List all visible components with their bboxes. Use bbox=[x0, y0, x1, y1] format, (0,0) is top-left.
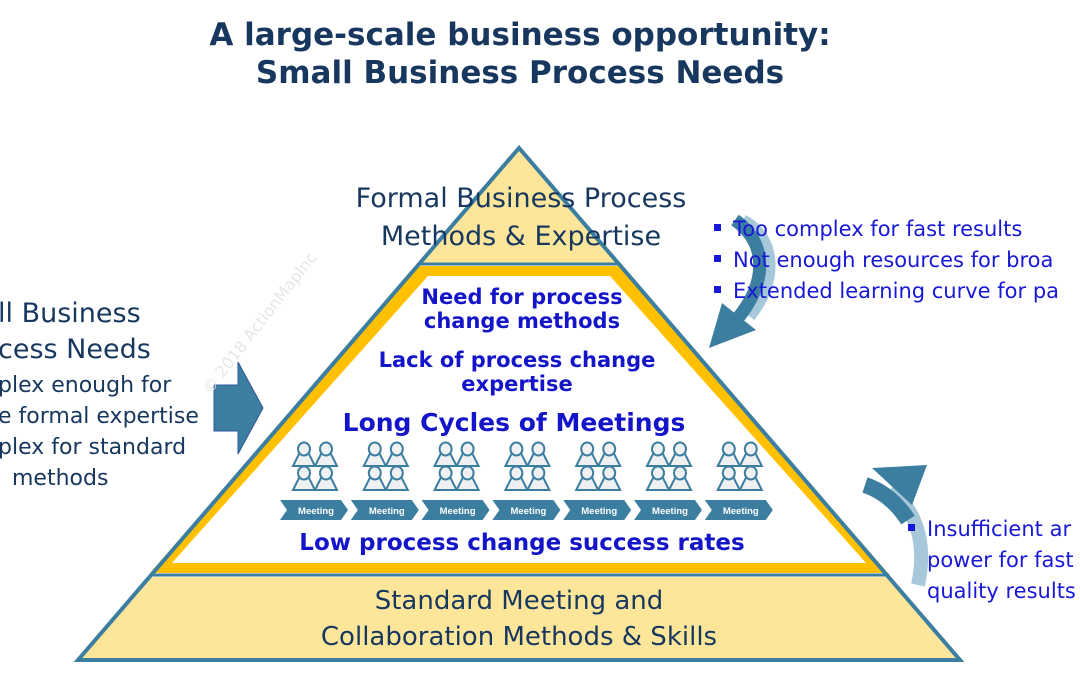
meeting-group: Meeting bbox=[492, 441, 561, 520]
people-icon bbox=[291, 441, 339, 491]
left-heading: ll Business cess Needs bbox=[0, 296, 151, 368]
meeting-chevron bbox=[280, 500, 348, 520]
meeting-group: Meeting bbox=[704, 441, 773, 520]
meeting-group: Meeting bbox=[563, 441, 632, 520]
watermark: © 2018 ActionMapInc bbox=[198, 248, 320, 397]
need-line-2: change methods bbox=[423, 309, 621, 333]
left-desc-line-4: methods bbox=[12, 466, 109, 491]
title-line-2: Small Business Process Needs bbox=[255, 55, 785, 91]
lack-line-1: Lack of process change bbox=[378, 348, 656, 372]
lack-line-2: expertise bbox=[461, 372, 573, 396]
meeting-label: Meeting bbox=[369, 506, 405, 517]
curved-arrow-down-icon bbox=[709, 214, 776, 348]
bottom-label-line-1: Standard Meeting and bbox=[374, 586, 664, 616]
left-heading-line-2: cess Needs bbox=[0, 334, 151, 365]
meeting-chevron bbox=[350, 500, 419, 520]
bullet-item: Not enough resources for broa bbox=[714, 245, 1059, 276]
top-label-line-1: Formal Business Process bbox=[355, 183, 687, 214]
people-icon bbox=[645, 441, 693, 491]
bottom-label-line-2: Collaboration Methods & Skills bbox=[320, 622, 718, 652]
left-heading-line-1: ll Business bbox=[0, 298, 141, 329]
left-desc-line-3: plex for standard bbox=[0, 435, 187, 460]
meeting-label: Meeting bbox=[581, 506, 617, 517]
right-bottom-line-1: Insufficient ar bbox=[927, 517, 1072, 541]
need-line-1: Need for process bbox=[421, 285, 623, 309]
right-bottom-bullet: Insufficient ar power for fast quality r… bbox=[908, 514, 1076, 607]
left-desc-line-1: plex enough for bbox=[0, 373, 172, 398]
people-icon bbox=[503, 441, 552, 491]
meeting-chevron bbox=[421, 500, 490, 520]
pyramid-outline bbox=[73, 144, 965, 662]
cycles-label: Long Cycles of Meetings bbox=[342, 408, 686, 437]
meeting-label: Meeting bbox=[510, 506, 546, 517]
low-success-label: Low process change success rates bbox=[299, 530, 745, 556]
pyramid-middle-section bbox=[172, 276, 866, 563]
pyramid-top-section bbox=[421, 150, 617, 264]
right-bottom-line-3: quality results bbox=[927, 579, 1076, 603]
meeting-chevron bbox=[704, 500, 773, 520]
need-label: Need for process change methods bbox=[421, 285, 622, 333]
title-line-1: A large-scale business opportunity: bbox=[209, 17, 831, 53]
left-description: plex enough for e formal expertise plex … bbox=[0, 370, 199, 494]
left-desc-line-2: e formal expertise bbox=[0, 404, 199, 429]
right-bottom-line-2: power for fast bbox=[927, 548, 1074, 572]
lack-label: Lack of process change expertise bbox=[379, 348, 656, 396]
people-icon bbox=[716, 441, 764, 491]
curved-arrow-up-icon bbox=[862, 465, 929, 587]
people-icon bbox=[432, 441, 481, 491]
meeting-group: Meeting bbox=[421, 441, 490, 520]
pyramid-bottom-section bbox=[80, 577, 958, 658]
bottom-section-label: Standard Meeting and Collaboration Metho… bbox=[321, 583, 717, 655]
meeting-group: Meeting bbox=[634, 441, 702, 520]
people-icon bbox=[362, 441, 410, 491]
meeting-label: Meeting bbox=[723, 506, 759, 517]
meeting-group: Meeting bbox=[280, 441, 348, 520]
meeting-label: Meeting bbox=[440, 506, 476, 517]
right-top-bullets: Too complex for fast results Not enough … bbox=[714, 214, 1059, 307]
bullet-item: Extended learning curve for pa bbox=[714, 276, 1059, 307]
meeting-chevron bbox=[492, 500, 561, 520]
meeting-chevron bbox=[563, 500, 632, 520]
top-label-line-2: Methods & Expertise bbox=[380, 221, 662, 252]
top-section-label: Formal Business Process Methods & Expert… bbox=[356, 180, 687, 256]
meeting-label: Meeting bbox=[652, 506, 688, 517]
meeting-chevron bbox=[634, 500, 702, 520]
page-title: A large-scale business opportunity: Smal… bbox=[0, 16, 1040, 92]
meeting-label: Meeting bbox=[298, 506, 334, 517]
right-arrow-icon bbox=[213, 361, 264, 455]
bullet-item: Too complex for fast results bbox=[714, 214, 1059, 245]
people-icon bbox=[574, 441, 622, 491]
meeting-group: Meeting bbox=[350, 441, 419, 520]
